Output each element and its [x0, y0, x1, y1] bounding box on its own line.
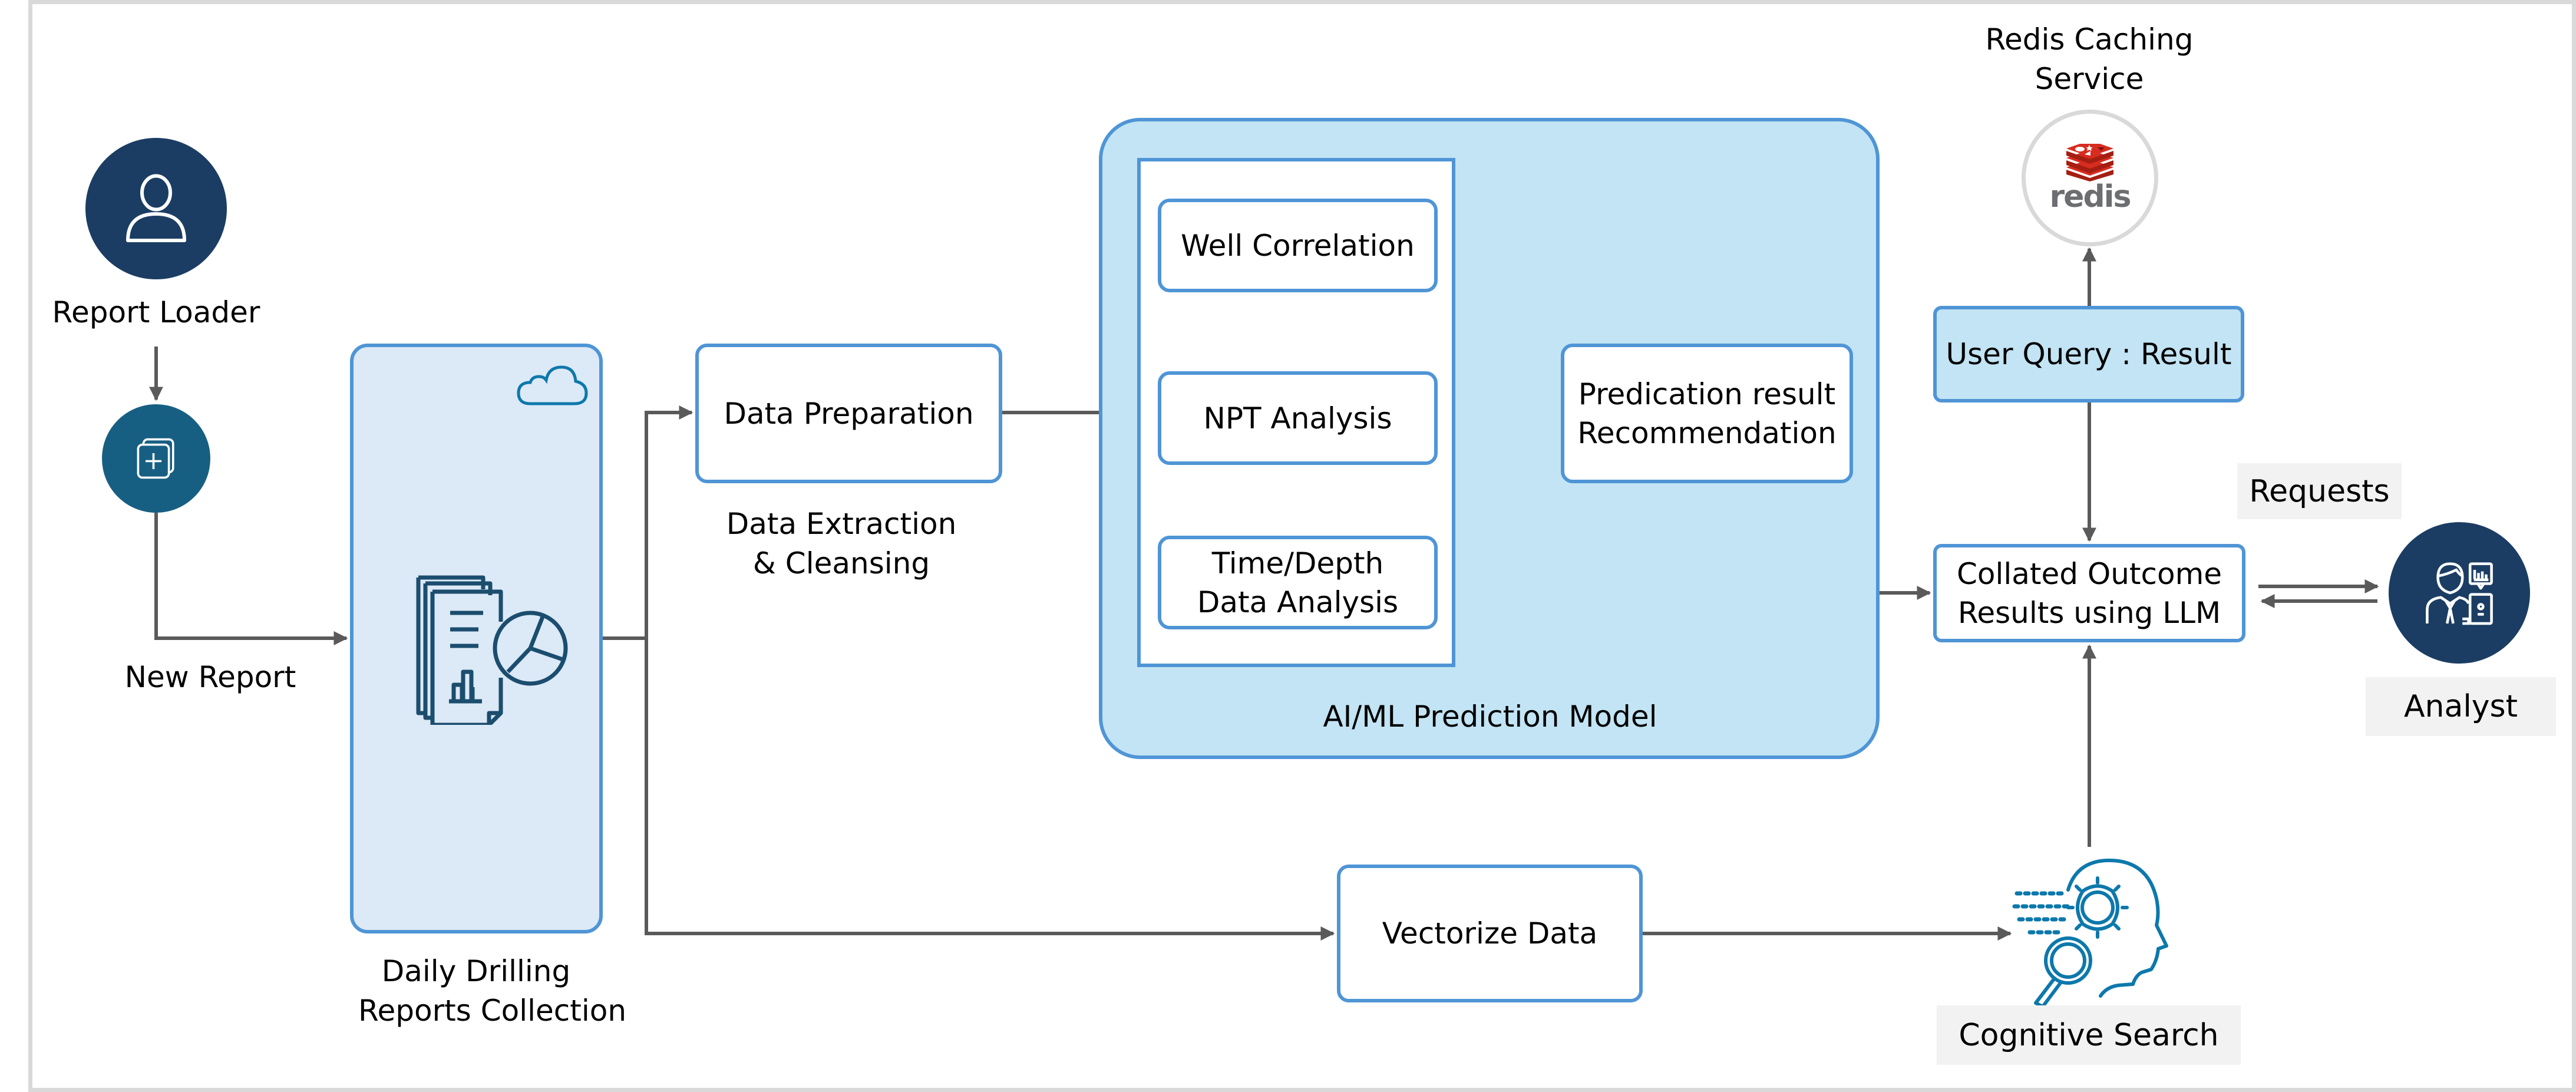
arrow-new-report-to-collection [154, 513, 348, 645]
prediction-result-line2: Recommendation [1577, 415, 1837, 450]
cloud-icon [517, 365, 588, 405]
vectorize-data-label: Vectorize Data [1382, 916, 1598, 951]
cognitive-search-icon [2012, 859, 2168, 1008]
collated-outcome-line1: Collated Outcome [1956, 556, 2222, 591]
arrow-to-data-preparation [645, 405, 693, 638]
add-document-icon [137, 438, 174, 479]
collated-outcome-box[interactable]: Collated Outcome Results using LLM [1933, 544, 2245, 642]
report-documents-icon [416, 575, 568, 725]
user-icon [126, 174, 186, 242]
data-preparation-box[interactable]: Data Preparation [695, 344, 1002, 483]
collection-label-line1: Daily Drilling [381, 954, 571, 988]
prediction-result-line1: Predication result [1578, 377, 1836, 411]
aiml-model-label: AI/ML Prediction Model [1323, 700, 1657, 734]
well-correlation-label: Well Correlation [1181, 228, 1415, 263]
requests-label: Requests [2237, 463, 2402, 519]
well-correlation-box[interactable]: Well Correlation [1158, 199, 1438, 292]
redis-label-line1: Redis Caching [1985, 22, 2194, 57]
user-query-result-label: User Query : Result [1946, 337, 2232, 371]
redis-logo-text: redis [2049, 179, 2132, 215]
requests-text: Requests [2249, 473, 2390, 509]
collated-outcome-line2: Results using LLM [1957, 595, 2221, 630]
redis-label-line2: Service [2035, 62, 2144, 96]
analyst-text: Analyst [2403, 689, 2518, 724]
redis-caching-service[interactable]: redis [2022, 110, 2158, 246]
time-depth-label-line2: Data Analysis [1197, 585, 1399, 619]
new-report-label: New Report [124, 660, 296, 694]
cognitive-search-text: Cognitive Search [1959, 1017, 2219, 1053]
report-loader-label: Report Loader [52, 295, 260, 329]
redis-logo-icon [2066, 144, 2113, 182]
reports-collection-container[interactable] [350, 344, 603, 933]
vectorize-data-box[interactable]: Vectorize Data [1337, 865, 1643, 1002]
report-loader-avatar[interactable] [85, 138, 227, 279]
time-depth-label-line1: Time/Depth [1211, 546, 1384, 580]
user-query-result-box[interactable]: User Query : Result [1933, 306, 2244, 403]
prediction-result-box[interactable]: Predication result Recommendation [1561, 344, 1853, 483]
npt-analysis-box[interactable]: NPT Analysis [1158, 371, 1438, 465]
time-depth-analysis-box[interactable]: Time/Depth Data Analysis [1158, 536, 1438, 629]
npt-analysis-label: NPT Analysis [1203, 401, 1392, 436]
data-extraction-caption-line2: & Cleansing [752, 546, 930, 580]
collection-label-line2: Reports Collection [358, 994, 627, 1028]
analyst-icon [2426, 562, 2493, 625]
analyst-avatar[interactable] [2389, 522, 2530, 664]
cognitive-search-label: Cognitive Search [1937, 1005, 2241, 1065]
data-preparation-label: Data Preparation [724, 396, 974, 431]
arrow-to-vectorize [645, 638, 1335, 941]
new-report-node[interactable] [102, 404, 210, 513]
analyst-label: Analyst [2366, 677, 2556, 736]
data-extraction-caption-line1: Data Extraction [726, 507, 957, 541]
